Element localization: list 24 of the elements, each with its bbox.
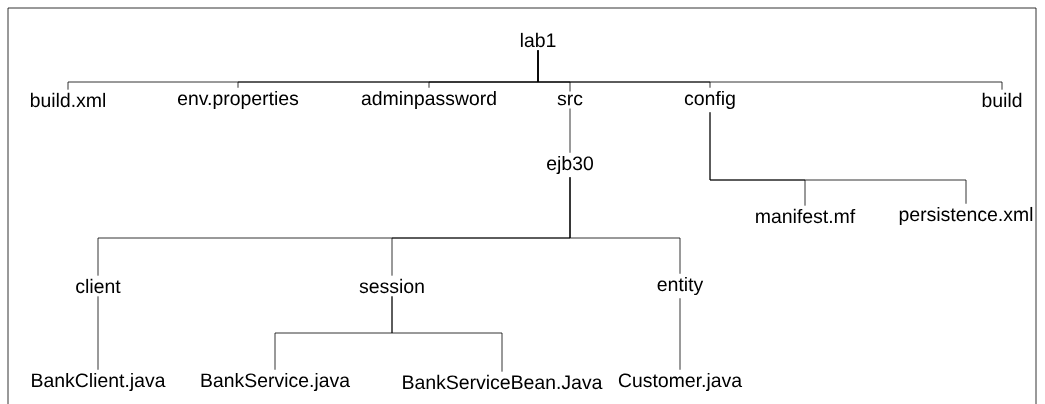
folder-label: build <box>982 92 1022 108</box>
folder-label: adminpassword <box>361 90 496 110</box>
folder-label: client <box>76 278 121 294</box>
folder-label: entity <box>657 276 704 296</box>
tree-line <box>537 49 1003 91</box>
folder-label: lab1 <box>520 32 556 48</box>
folder-label: BankServiceBean.Java <box>403 374 603 390</box>
folder-label: ejb30 <box>547 155 593 175</box>
folder-label: config <box>684 90 735 110</box>
tree-line <box>569 176 681 275</box>
folder-label: persistence.xml <box>899 206 1033 226</box>
folder-label: build.xml <box>30 92 105 108</box>
tree-line <box>679 297 681 371</box>
folder-label: env.properties <box>178 90 299 110</box>
tree-line <box>391 295 503 373</box>
tree-line <box>709 111 967 205</box>
tree-line <box>569 108 571 154</box>
tree-line <box>97 295 99 371</box>
folder-label: manifest.mf <box>756 208 856 224</box>
folder-label: session <box>359 278 424 294</box>
folder-label: src <box>557 94 583 106</box>
folder-label: BankService.java <box>201 372 351 392</box>
folder-label: Customer.java <box>618 372 743 392</box>
folder-label: BankClient.java <box>32 372 166 392</box>
